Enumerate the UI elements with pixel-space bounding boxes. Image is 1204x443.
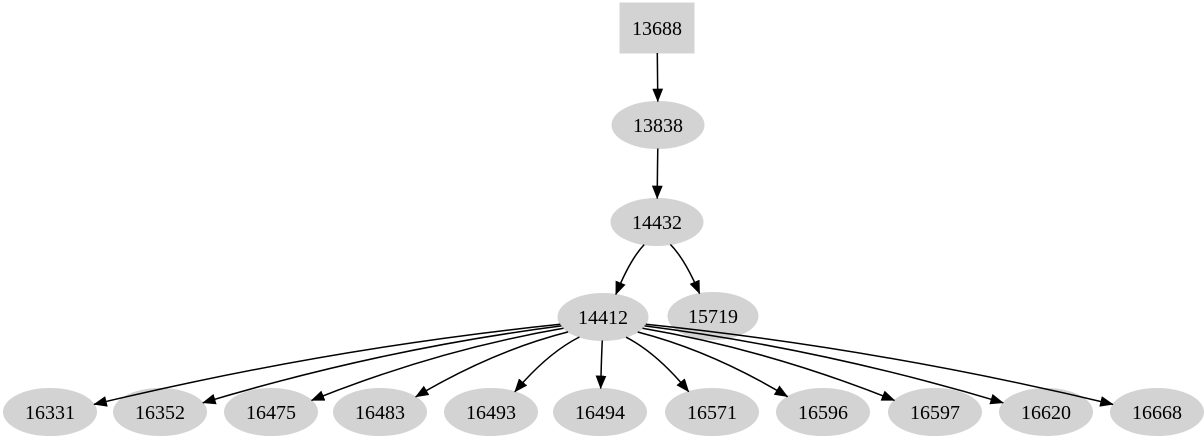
edge-14412-to-16596 xyxy=(637,331,789,398)
node-shape-ellipse xyxy=(888,388,982,436)
node-13688: 13688 xyxy=(619,2,695,54)
node-label-14412: 14412 xyxy=(578,307,628,329)
edge-14412-to-16352 xyxy=(202,325,562,405)
node-label-16475: 16475 xyxy=(246,402,296,424)
node-label-13688: 13688 xyxy=(632,18,682,40)
node-shape-box xyxy=(619,2,695,54)
node-16620: 16620 xyxy=(999,388,1093,436)
edge-13688-to-13838 xyxy=(652,52,664,103)
node-shape-ellipse xyxy=(665,388,759,436)
edge-14412-to-16571 xyxy=(625,336,690,393)
edge-14432-to-15719 xyxy=(669,243,701,295)
node-shape-ellipse xyxy=(776,388,870,436)
node-label-13838: 13838 xyxy=(633,115,683,137)
node-16483: 16483 xyxy=(333,388,427,436)
node-16352: 16352 xyxy=(113,388,207,436)
node-16331: 16331 xyxy=(3,388,97,436)
node-label-16571: 16571 xyxy=(687,402,737,424)
node-label-15719: 15719 xyxy=(688,306,738,328)
node-16494: 16494 xyxy=(553,388,647,436)
node-14432: 14432 xyxy=(610,198,704,246)
edge-14432-to-14412 xyxy=(615,244,645,296)
node-label-16597: 16597 xyxy=(910,402,960,424)
node-label-16483: 16483 xyxy=(355,402,405,424)
node-label-16494: 16494 xyxy=(575,402,625,424)
edge-14412-to-16668 xyxy=(645,323,1114,407)
node-13838: 13838 xyxy=(611,101,705,149)
node-shape-ellipse xyxy=(667,292,759,340)
node-shape-ellipse xyxy=(557,293,649,341)
edges-layer xyxy=(93,52,1114,407)
node-label-16668: 16668 xyxy=(1132,402,1182,424)
node-14412: 14412 xyxy=(557,293,649,341)
node-label-14432: 14432 xyxy=(632,212,682,234)
node-label-16331: 16331 xyxy=(25,402,75,424)
edge-14412-to-16331 xyxy=(93,323,561,407)
node-16571: 16571 xyxy=(665,388,759,436)
node-shape-ellipse xyxy=(3,388,97,436)
nodes-layer: 13688 13838 14432 14412 15719 16331 16352 16475… xyxy=(3,2,1204,436)
node-label-16620: 16620 xyxy=(1021,402,1071,424)
node-16597: 16597 xyxy=(888,388,982,436)
node-16493: 16493 xyxy=(444,388,538,436)
edge-14412-to-16475 xyxy=(310,327,564,402)
node-shape-ellipse xyxy=(224,388,318,436)
edge-14412-to-16620 xyxy=(644,325,1004,405)
node-15719: 15719 xyxy=(667,292,759,340)
node-16668: 16668 xyxy=(1110,388,1204,436)
edge-14412-to-16493 xyxy=(514,336,580,393)
edge-14412-to-16597 xyxy=(642,327,896,402)
node-label-16493: 16493 xyxy=(466,402,516,424)
node-16475: 16475 xyxy=(224,388,318,436)
edge-13838-to-14432 xyxy=(651,148,663,200)
node-shape-ellipse xyxy=(444,388,538,436)
node-16596: 16596 xyxy=(776,388,870,436)
edge-14412-to-16494 xyxy=(595,340,607,390)
node-label-16352: 16352 xyxy=(135,402,185,424)
node-label-16596: 16596 xyxy=(798,402,848,424)
edge-14412-to-16483 xyxy=(415,331,569,398)
node-shape-ellipse xyxy=(333,388,427,436)
